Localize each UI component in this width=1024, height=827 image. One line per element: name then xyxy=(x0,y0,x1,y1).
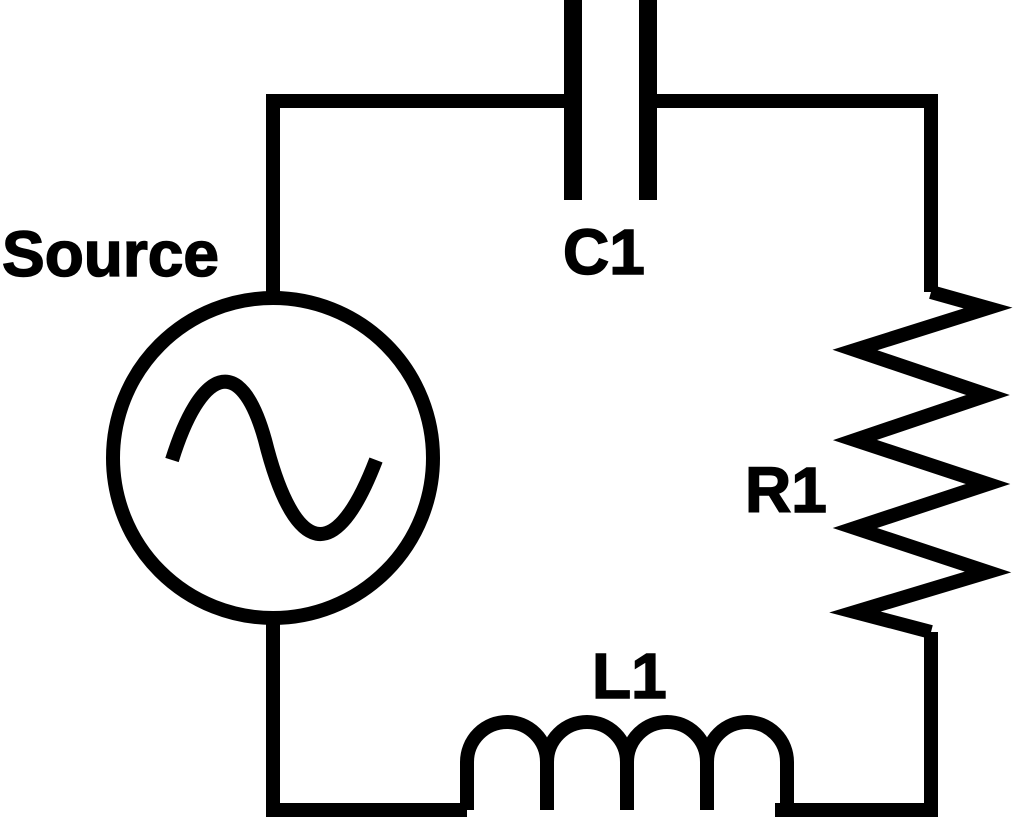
inductor-coil xyxy=(460,715,794,817)
l1-label: L1 xyxy=(592,640,667,712)
wire-r1-to-l1 xyxy=(775,632,938,817)
source-label: Source xyxy=(2,218,219,290)
resistor-zigzag xyxy=(829,285,1013,639)
inductor-l1 xyxy=(460,715,794,817)
source-circle xyxy=(106,291,440,625)
sine-wave-icon xyxy=(165,374,383,541)
capacitor-c1 xyxy=(564,0,657,200)
c1-label: C1 xyxy=(563,216,645,288)
wire-l1-to-source xyxy=(266,620,467,817)
resistor-r1 xyxy=(829,285,1013,639)
ac-source xyxy=(106,291,440,625)
wires xyxy=(266,94,938,817)
r1-label: R1 xyxy=(745,454,827,526)
wire-source-to-c1 xyxy=(266,94,569,295)
wire-c1-to-r1 xyxy=(650,94,938,292)
